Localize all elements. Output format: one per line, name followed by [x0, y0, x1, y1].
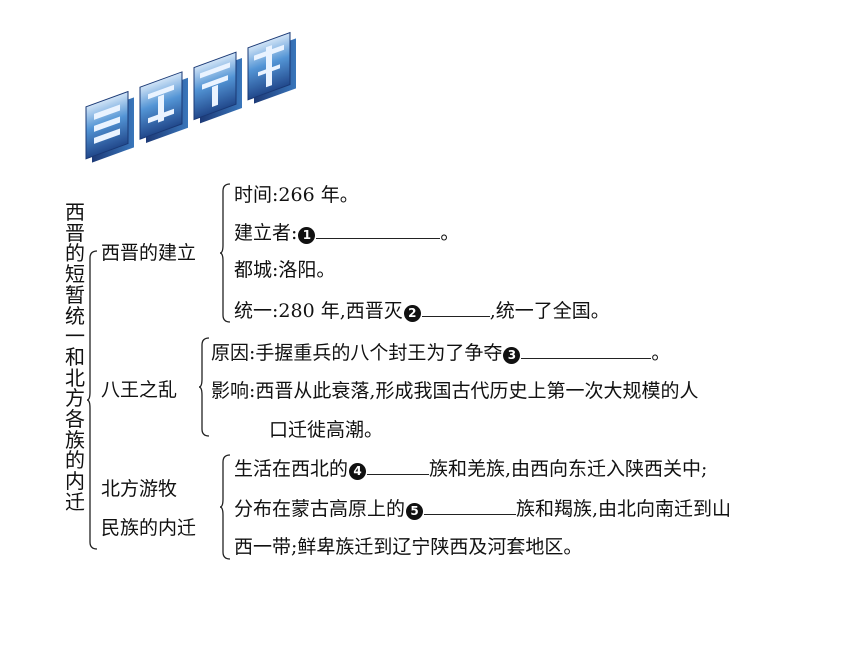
answer-blank-1[interactable]: [316, 220, 441, 239]
answer-blank-2[interactable]: [421, 298, 490, 317]
blank-number-1: 1: [298, 227, 316, 244]
section-heading-rebellion: 八王之乱: [101, 379, 178, 401]
migration-mongolia-line2: 西一带;鲜卑族迁到辽宁陕西及河套地区。: [234, 536, 583, 558]
founding-capital: 都城:洛阳。: [234, 259, 336, 281]
main-title: 西晋的短暂统一和北方各族的内迁: [65, 200, 85, 514]
answer-blank-3[interactable]: [521, 340, 652, 359]
answer-blank-5[interactable]: [424, 496, 517, 515]
founding-founder: 建立者:1。: [234, 220, 460, 244]
outer-brace: [86, 250, 98, 550]
section-heading-founding: 西晋的建立: [101, 242, 197, 264]
founding-time: 时间:266 年。: [234, 184, 359, 206]
blank-number-3: 3: [503, 347, 521, 364]
founder-label: 建立者:: [234, 222, 298, 244]
blank-number-4: 4: [349, 463, 367, 480]
blank-number-2: 2: [403, 305, 421, 322]
self-study-logo: [85, 31, 296, 163]
section-heading-migration-line1: 北方游牧: [101, 478, 178, 500]
rebellion-impact-line1: 影响:西晋从此衰落,形成我国古代历史上第一次大规模的人: [211, 380, 699, 402]
brace-rebellion: [198, 337, 210, 437]
rebellion-impact-line2: 口迁徙高潮。: [269, 419, 384, 441]
brace-founding: [219, 183, 231, 323]
section-heading-migration-line2: 民族的内迁: [101, 517, 197, 539]
blank-number-5: 5: [406, 503, 424, 520]
answer-blank-4[interactable]: [367, 456, 430, 475]
brace-migration: [219, 454, 231, 560]
